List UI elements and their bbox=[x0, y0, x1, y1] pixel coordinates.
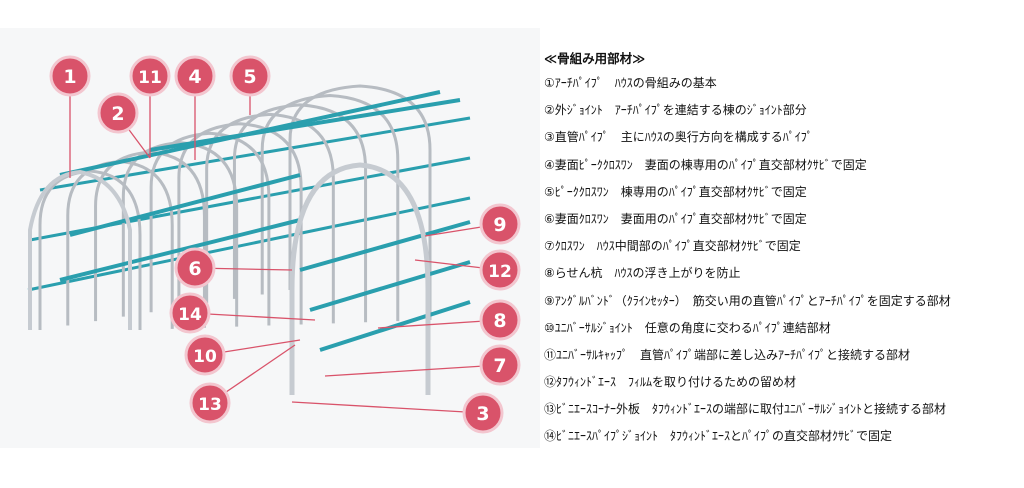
callout-badge: 7 bbox=[479, 344, 521, 386]
callout-badge: 14 bbox=[169, 292, 211, 334]
legend-item: ⑪ﾕﾆﾊﾞｰｻﾙｷｬｯﾌﾟ 直管ﾊﾟｲﾌﾟ端部に差し込みｱｰﾁﾊﾟｲﾌﾟと接続す… bbox=[544, 347, 911, 362]
callout-badge: 6 bbox=[174, 247, 216, 289]
greenhouse-frame-diagram: 1 11 4 5 2 9 6 bbox=[27, 55, 521, 434]
legend-item: ①ｱｰﾁﾊﾟｲﾌﾟ ﾊｳｽの骨組みの基本 bbox=[544, 76, 717, 90]
legend-item: ⑧らせん杭 ﾊｳｽの浮き上がりを防止 bbox=[544, 266, 741, 281]
svg-text:4: 4 bbox=[188, 66, 201, 88]
callout-badge: 4 bbox=[174, 55, 216, 97]
callout-badge: 2 bbox=[97, 92, 139, 134]
legend-item: ⑤ﾋﾟｰｸｸﾛｽﾜﾝ 棟専用のﾊﾟｲﾌﾟ直交部材ｸｻﾋﾞで固定 bbox=[544, 184, 807, 199]
legend-item: ⑨ｱﾝｸﾞﾙﾊﾞﾝﾄﾞ（ｸﾗｲﾝｾｯﾀｰ） 筋交い用の直管ﾊﾟｲﾌﾟとｱｰﾁﾊﾟ… bbox=[544, 293, 951, 308]
callout-badge: 13 bbox=[189, 382, 231, 424]
svg-text:2: 2 bbox=[111, 103, 124, 125]
arch-pipe bbox=[149, 131, 271, 326]
callout-badge: 3 bbox=[462, 392, 504, 434]
svg-text:9: 9 bbox=[493, 214, 506, 236]
callout-badges: 1 11 4 5 2 9 6 bbox=[49, 55, 521, 434]
callout-badge: 5 bbox=[229, 55, 271, 97]
svg-text:14: 14 bbox=[178, 305, 202, 325]
legend-item: ⑩ﾕﾆﾊﾞｰｻﾙｼﾞｮｲﾝﾄ 任意の角度に交わるﾊﾟｲﾌﾟ連結部材 bbox=[544, 320, 831, 335]
front-gable-arch bbox=[289, 162, 431, 395]
arch-pipe bbox=[177, 122, 303, 325]
svg-text:3: 3 bbox=[476, 403, 489, 425]
legend-item: ⑭ﾋﾞﾆｴｰｽﾊﾟｲﾌﾟｼﾞｮｲﾝﾄ ﾀﾌｳｨﾝﾄﾞｴｰｽとﾊﾟｲﾌﾟの直交部材… bbox=[544, 429, 893, 444]
legend-item: ⑬ﾋﾞﾆｴｰｽｺｰﾅｰ外板 ﾀﾌｳｨﾝﾄﾞｴｰｽの端部に取付ﾕﾆﾊﾞｰｻﾙｼﾞｮ… bbox=[544, 402, 947, 417]
legend-item: ④妻面ﾋﾟｰｸｸﾛｽﾜﾝ 妻面の棟専用のﾊﾟｲﾌﾟ直交部材ｸｻﾋﾞで固定 bbox=[544, 157, 867, 172]
callout-badge: 1 bbox=[49, 55, 91, 97]
frame-illustration: 1 11 4 5 2 9 6 bbox=[27, 55, 521, 434]
svg-text:7: 7 bbox=[493, 355, 506, 377]
svg-text:6: 6 bbox=[188, 258, 201, 280]
purlins-near bbox=[59, 90, 471, 352]
callout-badge: 10 bbox=[184, 334, 226, 376]
callout-badge: 8 bbox=[479, 299, 521, 341]
parts-legend: ≪骨組み用部材≫ ①ｱｰﾁﾊﾟｲﾌﾟ ﾊｳｽの骨組みの基本 ②外ｼﾞｮｲﾝﾄ ｱ… bbox=[544, 48, 1014, 451]
callout-badge: 11 bbox=[129, 55, 171, 97]
svg-text:10: 10 bbox=[193, 347, 217, 367]
legend-item: ③直管ﾊﾟｲﾌﾟ 主にﾊｳｽの奥行方向を構成するﾊﾟｲﾌﾟ bbox=[544, 130, 813, 145]
arch-pipe bbox=[288, 84, 432, 320]
callout-badge: 9 bbox=[479, 203, 521, 245]
legend-item: ⑫ﾀﾌｳｨﾝﾄﾞｴｰｽ ﾌｨﾙﾑを取り付けるための留め材 bbox=[544, 375, 797, 390]
legend-item: ⑥妻面ｸﾛｽﾜﾝ 妻面用のﾊﾟｲﾌﾟ直交部材ｸｻﾋﾞで固定 bbox=[544, 211, 807, 226]
legend-item: ②外ｼﾞｮｲﾝﾄ ｱｰﾁﾊﾟｲﾌﾟを連結する棟のｼﾞｮｲﾝﾄ部分 bbox=[544, 103, 807, 118]
svg-text:13: 13 bbox=[198, 395, 222, 415]
arch-pipe bbox=[205, 112, 335, 324]
legend-item: ⑦ｸﾛｽﾜﾝ ﾊｳｽ中間部のﾊﾟｲﾌﾟ直交部材ｸｻﾋﾞで固定 bbox=[544, 239, 801, 254]
end-arch bbox=[28, 169, 132, 330]
svg-text:5: 5 bbox=[243, 66, 256, 88]
svg-text:8: 8 bbox=[493, 310, 506, 332]
svg-text:12: 12 bbox=[488, 262, 512, 282]
callout-badge: 12 bbox=[479, 249, 521, 291]
svg-text:1: 1 bbox=[63, 66, 76, 88]
legend-title: ≪骨組み用部材≫ bbox=[544, 51, 646, 66]
svg-text:11: 11 bbox=[138, 68, 162, 88]
